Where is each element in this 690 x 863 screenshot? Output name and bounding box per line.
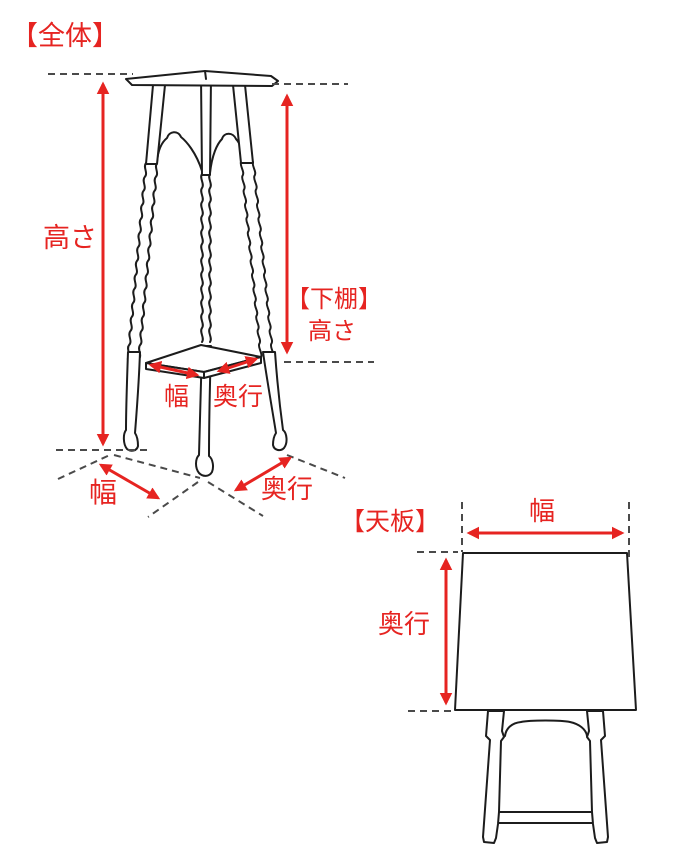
lower-shelf-title: 【下棚】 xyxy=(286,286,382,313)
overall-height-label: 高さ xyxy=(43,223,97,253)
front-left-lower-leg xyxy=(122,351,141,452)
top-board-depth-label: 奥行 xyxy=(378,609,431,639)
base-depth-arrow xyxy=(233,456,293,492)
lower-shelf-width-label: 幅 xyxy=(164,383,190,411)
base-width-label: 幅 xyxy=(89,477,118,508)
guide-dashed-lines xyxy=(48,73,630,712)
shelf-width-arrow xyxy=(148,360,200,380)
front-right-lower-leg xyxy=(262,351,288,452)
base-depth-label: 奥行 xyxy=(261,474,314,504)
top-view-left-leg xyxy=(482,710,505,844)
top-view-drawing xyxy=(454,552,637,844)
base-width-arrow xyxy=(98,463,161,500)
shelf-depth-arrow xyxy=(216,356,259,374)
front-view-drawing xyxy=(122,70,288,477)
top-view-board xyxy=(454,552,637,711)
lower-shelf-height-label: 高さ xyxy=(308,318,356,345)
top-view-right-leg xyxy=(586,710,609,844)
front-center-lower-leg xyxy=(195,345,214,477)
lower-shelf-depth-label: 奥行 xyxy=(213,383,264,411)
front-view-top-board xyxy=(125,70,279,87)
overall-section-title: 【全体】 xyxy=(11,21,119,51)
top-board-width-label: 幅 xyxy=(529,496,556,526)
top-board-section-title: 【天板】 xyxy=(340,508,441,536)
